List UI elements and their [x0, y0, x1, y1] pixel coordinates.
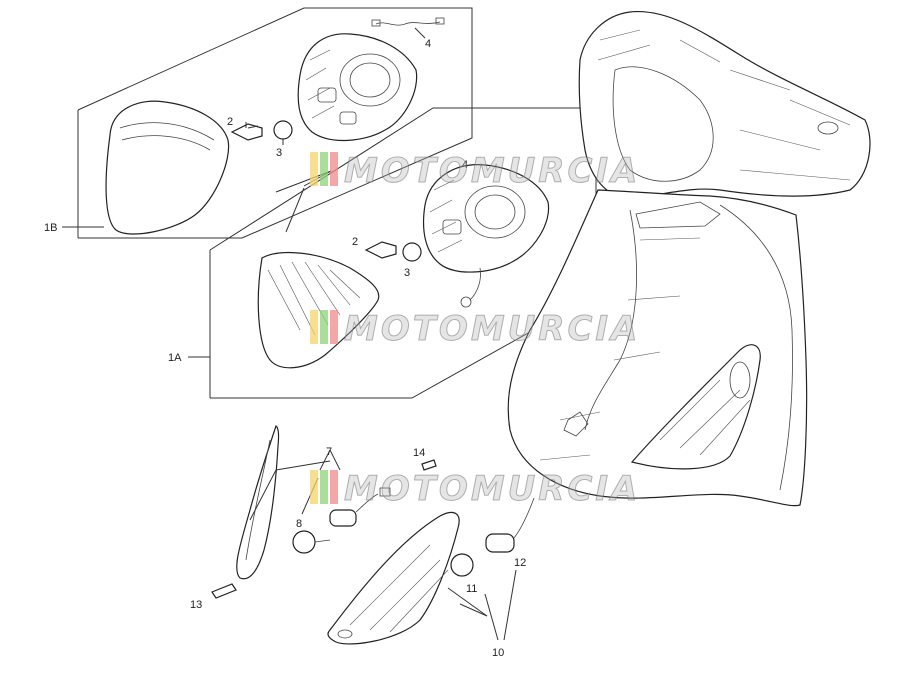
callout-1a: 1A — [168, 352, 182, 364]
screw-13 — [211, 583, 237, 599]
callout-4-top: 4 — [425, 38, 431, 50]
callout-2-top: 2 — [227, 116, 233, 128]
headlamp-housing-1b — [297, 33, 418, 142]
screw-14 — [421, 459, 437, 471]
wire-harness-4-middle — [460, 267, 481, 308]
callout-13: 13 — [190, 599, 202, 611]
headlamp-housing-1a — [422, 164, 550, 273]
callout-4-middle: 4 — [462, 159, 468, 171]
watermark-stripe — [310, 152, 318, 186]
bulb-holder-7-socket — [329, 487, 391, 527]
turn-signal-lens-left — [236, 425, 280, 580]
watermark-stripe — [310, 470, 318, 504]
wire-harness-4-top — [371, 17, 445, 39]
watermark-stripe — [330, 310, 338, 344]
headlamp-lens-1a — [257, 251, 380, 369]
callout-2-middle: 2 — [352, 236, 358, 248]
turn-signal-lens-right — [327, 511, 460, 645]
callout-8: 8 — [296, 518, 302, 530]
callout-labels: 1B 1A 2 3 4 2 3 4 7 8 10 11 12 13 14 — [44, 38, 526, 659]
callout-11: 11 — [466, 583, 477, 595]
callout-14: 14 — [413, 447, 425, 459]
watermark-stripe — [330, 470, 338, 504]
bulb-3-middle — [402, 242, 422, 262]
bulb-holder-2-top — [230, 122, 263, 141]
bulb-8 — [292, 530, 331, 554]
bulb-holder-2-middle — [364, 241, 397, 259]
callout-10: 10 — [492, 647, 504, 659]
watermark-stripe — [320, 152, 328, 186]
front-shield-assembly — [507, 10, 871, 507]
leader-lines — [247, 125, 517, 641]
callout-3-middle: 3 — [404, 267, 410, 279]
watermark-text: MOTOMURCIA — [344, 309, 640, 349]
bulb-3-top — [273, 120, 293, 145]
watermark-top: MOTOMURCIA — [310, 151, 640, 192]
watermark-text: MOTOMURCIA — [344, 151, 640, 191]
watermark-middle: MOTOMURCIA — [310, 309, 640, 350]
bulb-11 — [450, 553, 474, 577]
watermark-text: MOTOMURCIA — [344, 469, 640, 509]
watermark-stripe — [310, 310, 318, 344]
callout-1b: 1B — [44, 222, 57, 234]
watermark-bottom: MOTOMURCIA — [310, 469, 640, 510]
headlamp-group-1a — [188, 107, 597, 399]
watermark-stripe — [320, 310, 328, 344]
bulb-holder-12 — [485, 497, 535, 553]
watermark-stripe — [330, 152, 338, 186]
callout-7: 7 — [326, 446, 332, 458]
watermark-stripe — [320, 470, 328, 504]
callout-3-top: 3 — [276, 147, 282, 159]
headlamp-group-1b — [62, 7, 473, 239]
headlamp-lens-1b — [105, 100, 230, 235]
callout-12: 12 — [514, 557, 526, 569]
